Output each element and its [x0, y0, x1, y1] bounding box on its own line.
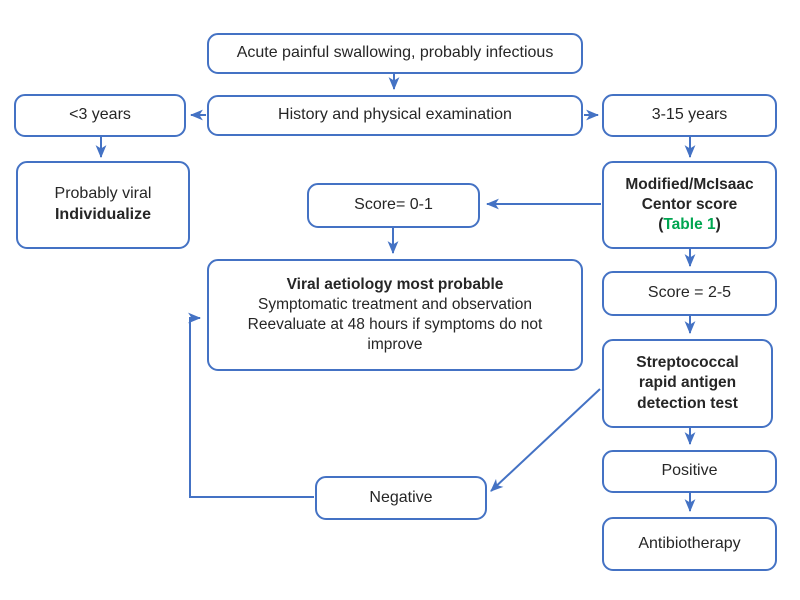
node-centor-score: Modified/McIsaac Centor score (Table 1) [602, 161, 777, 249]
node-score-0-1: Score= 0-1 [307, 183, 480, 228]
node-label-line1: Viral aetiology most probable [286, 275, 504, 293]
node-acute-swallowing: Acute painful swallowing, probably infec… [207, 33, 583, 74]
node-label-line1: Modified/McIsaac [625, 175, 754, 193]
node-label: <3 years [69, 106, 131, 124]
paren-close: ) [715, 216, 721, 234]
node-antibiotherapy: Antibiotherapy [602, 517, 777, 571]
node-label: Negative [369, 488, 433, 506]
node-under-3-years: <3 years [14, 94, 186, 137]
node-label-line2: Individualize [54, 206, 151, 223]
node-label: Antibiotherapy [638, 534, 741, 552]
node-label-line1: Streptococcal [636, 354, 739, 372]
node-3-15-years: 3-15 years [602, 94, 777, 137]
node-rapid-antigen-test: Streptococcal rapid antigen detection te… [602, 339, 773, 428]
node-label: History and physical examination [278, 106, 512, 124]
node-score-2-5: Score = 2-5 [602, 271, 777, 316]
node-label-line3: detection test [637, 394, 738, 412]
node-label: Score= 0-1 [354, 196, 433, 214]
node-label: Acute painful swallowing, probably infec… [236, 44, 554, 62]
table-1-reference: Table 1 [663, 216, 716, 234]
arrow-rapidtest-to-negative [490, 388, 601, 492]
node-probably-viral: Probably viral Individualize [16, 161, 190, 249]
node-positive: Positive [602, 450, 777, 493]
node-label-line3: (Table 1) [658, 215, 721, 235]
node-negative: Negative [315, 476, 487, 520]
node-label-line1: Probably viral [54, 185, 152, 203]
node-label: Positive [661, 462, 718, 480]
node-label-line3: Reevaluate at 48 hours if symptoms do no… [247, 316, 543, 354]
node-label: 3-15 years [651, 106, 728, 124]
node-label-line2: Symptomatic treatment and observation [258, 295, 532, 313]
paren-open: ( [658, 216, 664, 234]
node-history-exam: History and physical examination [207, 95, 583, 136]
node-label: Score = 2-5 [647, 284, 732, 302]
node-viral-aetiology: Viral aetiology most probable Symptomati… [207, 259, 583, 371]
node-label-line2: Centor score [641, 195, 738, 213]
node-label-line2: rapid antigen [638, 374, 737, 392]
